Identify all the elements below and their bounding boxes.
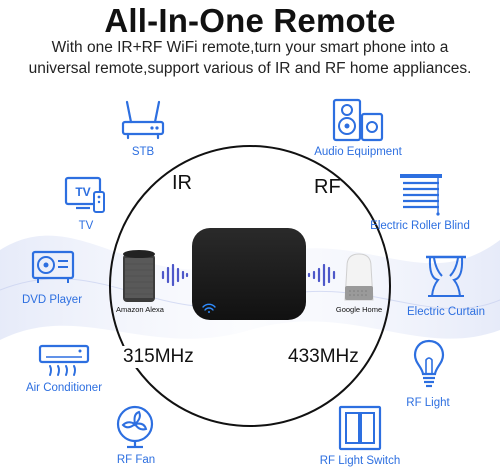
rf-protocol-label: RF — [314, 176, 341, 198]
rf-frequency-label: 433MHz — [287, 346, 360, 368]
light-switch-icon — [338, 405, 382, 451]
dvd-player-icon — [31, 250, 75, 283]
rf-device-label-rf-light-switch: RF Light Switch — [319, 455, 401, 467]
ir-device-label-tv: TV — [78, 220, 94, 232]
subtitle-line-2: universal remote,support various of IR a… — [28, 60, 472, 77]
ir-device-label-dvd-player: DVD Player — [21, 294, 83, 306]
rf-device-label-electric-roller-blind: Electric Roller Blind — [370, 220, 470, 232]
rf-device-label-rf-light: RF Light — [406, 397, 450, 409]
google-home-label: Google Home — [335, 305, 383, 314]
amazon-alexa-speaker — [123, 250, 155, 302]
ir-frequency-label: 315MHz — [122, 346, 195, 368]
air-conditioner-icon — [38, 344, 90, 376]
curtain-icon — [426, 255, 466, 297]
fan-icon — [116, 405, 154, 449]
ir-device-label-rf-fan: RF Fan — [116, 454, 156, 466]
ir-device-label-air-conditioner: Air Conditioner — [25, 382, 103, 394]
wifi-indicator-icon — [202, 303, 216, 313]
ir-rf-hub-device — [192, 228, 306, 320]
roller-blind-icon — [400, 174, 442, 216]
subtitle-line-1: With one IR+RF WiFi remote,turn your sma… — [51, 39, 449, 56]
svg-text:TV: TV — [75, 185, 90, 199]
rf-device-label-electric-curtain: Electric Curtain — [407, 306, 485, 318]
connection-ring — [109, 145, 391, 427]
speaker-icon — [332, 98, 384, 142]
set-top-box-icon — [121, 100, 165, 140]
subtitle: With one IR+RF WiFi remote,turn your sma… — [0, 37, 500, 79]
amazon-alexa-label: Amazon Alexa — [116, 305, 164, 314]
sound-wave-right-icon — [307, 264, 336, 286]
ir-device-label-stb: STB — [131, 146, 155, 158]
tv-icon: TV — [64, 176, 105, 213]
rf-device-label-audio-equipment: Audio Equipment — [314, 146, 402, 158]
page-title: All-In-One Remote — [104, 2, 396, 39]
sound-wave-left-icon — [161, 264, 189, 286]
light-bulb-icon — [413, 339, 445, 388]
ir-protocol-label: IR — [172, 172, 192, 194]
google-home-speaker — [344, 253, 374, 301]
